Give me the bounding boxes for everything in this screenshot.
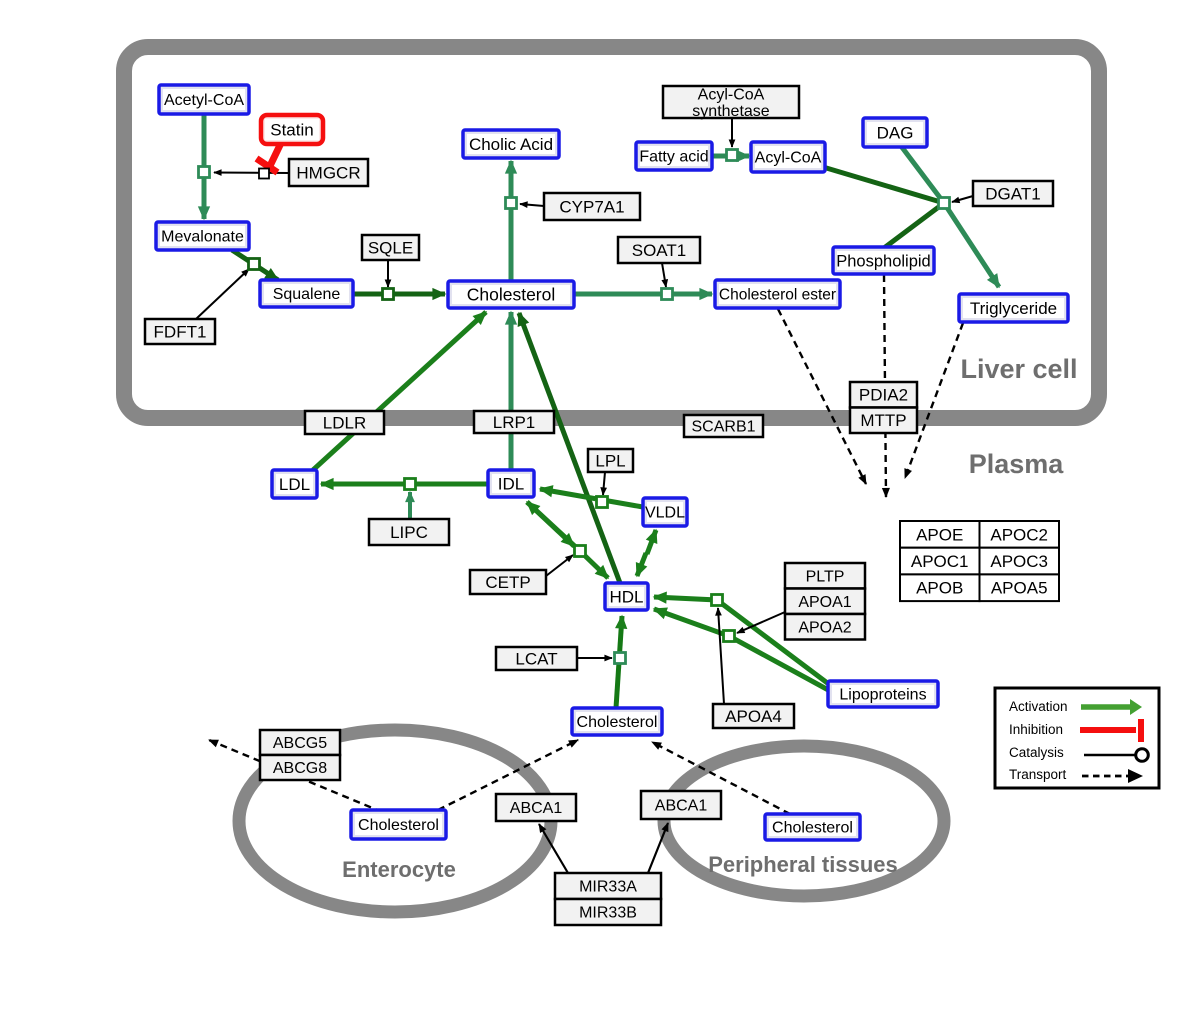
svg-text:LRP1: LRP1 (493, 413, 536, 432)
svg-text:APOA4: APOA4 (725, 707, 782, 726)
svg-text:LIPC: LIPC (390, 523, 428, 542)
svg-text:Cholesterol: Cholesterol (772, 820, 853, 837)
svg-text:Liver cell: Liver cell (960, 354, 1077, 384)
svg-text:Triglyceride: Triglyceride (970, 299, 1057, 318)
svg-text:APOC1: APOC1 (911, 552, 969, 571)
svg-text:ABCA1: ABCA1 (655, 798, 708, 815)
svg-text:Statin: Statin (270, 120, 313, 139)
svg-text:Lipoproteins: Lipoproteins (839, 687, 926, 704)
svg-text:Activation: Activation (1009, 699, 1068, 714)
svg-text:Fatty acid: Fatty acid (639, 149, 708, 166)
svg-text:LDL: LDL (279, 475, 310, 494)
svg-text:ABCG5: ABCG5 (273, 735, 327, 752)
svg-text:FDFT1: FDFT1 (154, 322, 207, 341)
svg-text:Acyl-CoA: Acyl-CoA (698, 86, 765, 103)
svg-text:PDIA2: PDIA2 (859, 386, 908, 405)
svg-text:Cholic Acid: Cholic Acid (469, 135, 553, 154)
svg-text:LCAT: LCAT (515, 649, 557, 668)
svg-text:APOE: APOE (916, 525, 963, 544)
svg-text:SOAT1: SOAT1 (632, 241, 686, 260)
svg-text:Plasma: Plasma (969, 449, 1065, 479)
svg-text:ABCG8: ABCG8 (273, 760, 327, 777)
svg-text:DGAT1: DGAT1 (985, 184, 1040, 203)
svg-text:SCARB1: SCARB1 (691, 419, 755, 436)
svg-text:Mevalonate: Mevalonate (161, 229, 244, 246)
svg-text:APOA5: APOA5 (991, 579, 1048, 598)
svg-text:Phospholipid: Phospholipid (836, 252, 931, 270)
svg-text:APOB: APOB (916, 579, 963, 598)
svg-text:IDL: IDL (498, 474, 524, 493)
svg-text:CYP7A1: CYP7A1 (559, 197, 624, 216)
svg-text:APOA1: APOA1 (798, 594, 851, 611)
svg-text:MTTP: MTTP (860, 411, 906, 430)
svg-text:Cholesterol ester: Cholesterol ester (719, 286, 836, 303)
svg-text:APOC2: APOC2 (990, 525, 1048, 544)
svg-text:LDLR: LDLR (323, 413, 366, 432)
svg-text:LPL: LPL (595, 451, 625, 470)
svg-text:PLTP: PLTP (806, 568, 845, 585)
svg-text:APOC3: APOC3 (990, 552, 1048, 571)
svg-text:Squalene: Squalene (273, 286, 341, 303)
svg-text:CETP: CETP (485, 573, 530, 592)
svg-text:Inhibition: Inhibition (1009, 722, 1063, 737)
svg-text:HMGCR: HMGCR (296, 163, 360, 182)
svg-text:Cholesterol: Cholesterol (358, 817, 439, 834)
svg-text:HDL: HDL (609, 587, 643, 606)
svg-text:MIR33A: MIR33A (579, 879, 637, 896)
svg-text:Enterocyte: Enterocyte (342, 857, 456, 882)
svg-text:DAG: DAG (877, 123, 914, 142)
svg-text:Acyl-CoA: Acyl-CoA (755, 150, 822, 167)
svg-text:VLDL: VLDL (645, 505, 685, 522)
svg-text:Cholesterol: Cholesterol (577, 714, 658, 731)
svg-text:Catalysis: Catalysis (1009, 745, 1064, 760)
svg-text:Transport: Transport (1009, 767, 1067, 782)
svg-text:Acetyl-CoA: Acetyl-CoA (164, 92, 244, 109)
svg-text:Peripheral tissues: Peripheral tissues (708, 852, 898, 877)
svg-text:SQLE: SQLE (368, 238, 413, 257)
svg-text:Cholesterol: Cholesterol (467, 285, 556, 305)
svg-text:ABCA1: ABCA1 (510, 800, 563, 817)
svg-text:synthetase: synthetase (692, 103, 769, 120)
svg-text:APOA2: APOA2 (798, 619, 851, 636)
svg-text:MIR33B: MIR33B (579, 905, 637, 922)
